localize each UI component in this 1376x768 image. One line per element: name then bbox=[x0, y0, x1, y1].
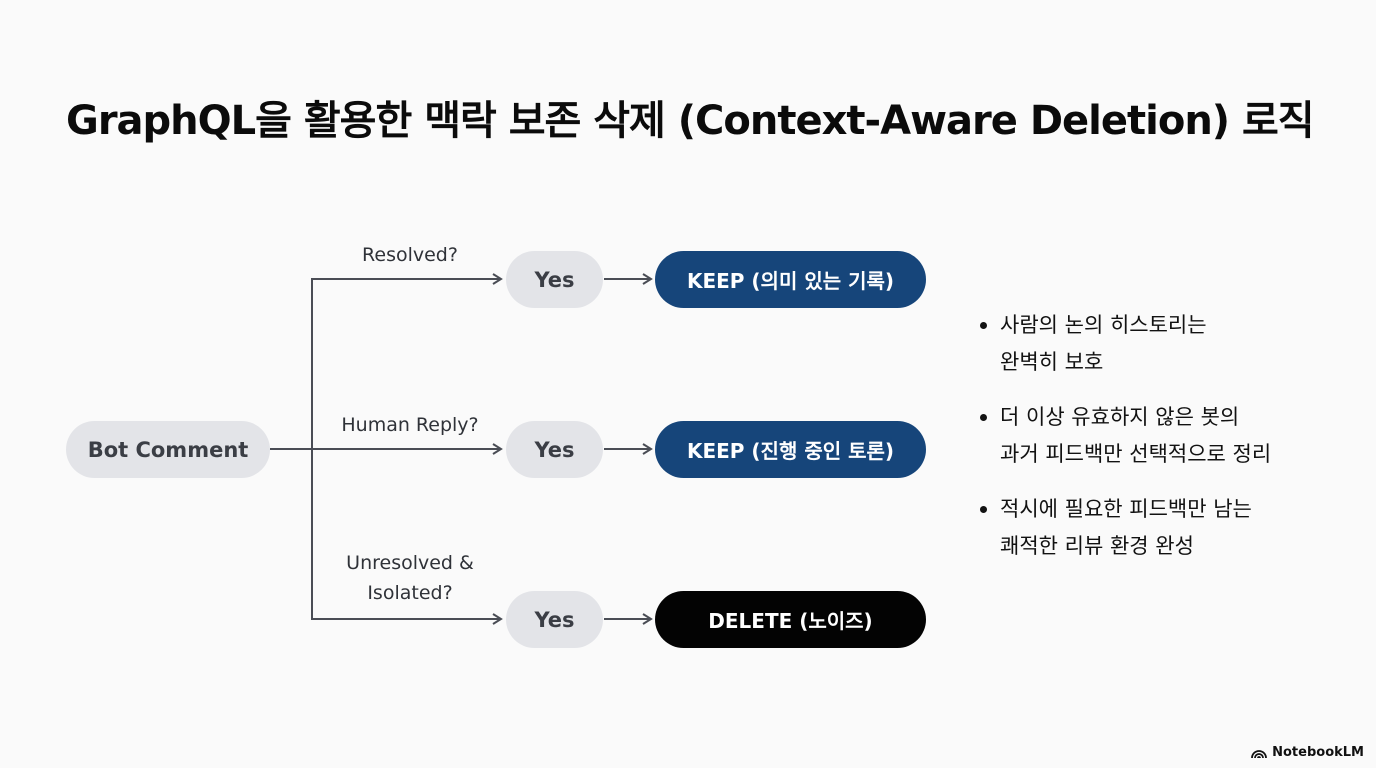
condition-text: Human Reply? bbox=[341, 414, 479, 436]
delete-noise-node: DELETE (노이즈) bbox=[655, 591, 926, 648]
yes-node-human-reply: Yes bbox=[506, 421, 603, 478]
benefit-line: 쾌적한 리뷰 환경 완성 bbox=[1000, 534, 1194, 558]
condition-text: Unresolved & bbox=[346, 552, 474, 574]
benefit-item: 적시에 필요한 피드백만 남는 쾌적한 리뷰 환경 완성 bbox=[980, 491, 1271, 565]
keep-meaningful-record-node: KEEP (의미 있는 기록) bbox=[655, 251, 926, 308]
bullet-dot bbox=[980, 506, 987, 513]
page-title: GraphQL을 활용한 맥락 보존 삭제 (Context-Aware Del… bbox=[66, 98, 1315, 144]
benefit-line: 과거 피드백만 선택적으로 정리 bbox=[1000, 442, 1272, 466]
yes-node-isolated: Yes bbox=[506, 591, 603, 648]
notebooklm-logo-icon bbox=[1251, 749, 1268, 758]
brand-watermark: NotebookLM bbox=[1251, 745, 1364, 760]
condition-text: Resolved? bbox=[362, 244, 458, 266]
condition-label-unresolved-isolated: Unresolved & Isolated? bbox=[320, 548, 500, 608]
benefit-item: 더 이상 유효하지 않은 봇의 과거 피드백만 선택적으로 정리 bbox=[980, 399, 1271, 473]
benefit-line: 더 이상 유효하지 않은 봇의 bbox=[1000, 405, 1240, 429]
benefit-line: 완벽히 보호 bbox=[1000, 350, 1104, 374]
condition-label-resolved: Resolved? bbox=[320, 240, 500, 270]
bullet-dot bbox=[980, 322, 987, 329]
yes-node-resolved: Yes bbox=[506, 251, 603, 308]
benefit-line: 사람의 논의 히스토리는 bbox=[1000, 313, 1207, 337]
condition-label-human-reply: Human Reply? bbox=[320, 410, 500, 440]
bullet-dot bbox=[980, 414, 987, 421]
bot-comment-node: Bot Comment bbox=[66, 421, 270, 478]
brand-label: NotebookLM bbox=[1272, 745, 1364, 760]
condition-text: Isolated? bbox=[367, 582, 453, 604]
benefit-line: 적시에 필요한 피드백만 남는 bbox=[1000, 497, 1252, 521]
keep-ongoing-discussion-node: KEEP (진행 중인 토론) bbox=[655, 421, 926, 478]
benefit-list: 사람의 논의 히스토리는 완벽히 보호 더 이상 유효하지 않은 봇의 과거 피… bbox=[980, 307, 1271, 583]
benefit-item: 사람의 논의 히스토리는 완벽히 보호 bbox=[980, 307, 1271, 381]
